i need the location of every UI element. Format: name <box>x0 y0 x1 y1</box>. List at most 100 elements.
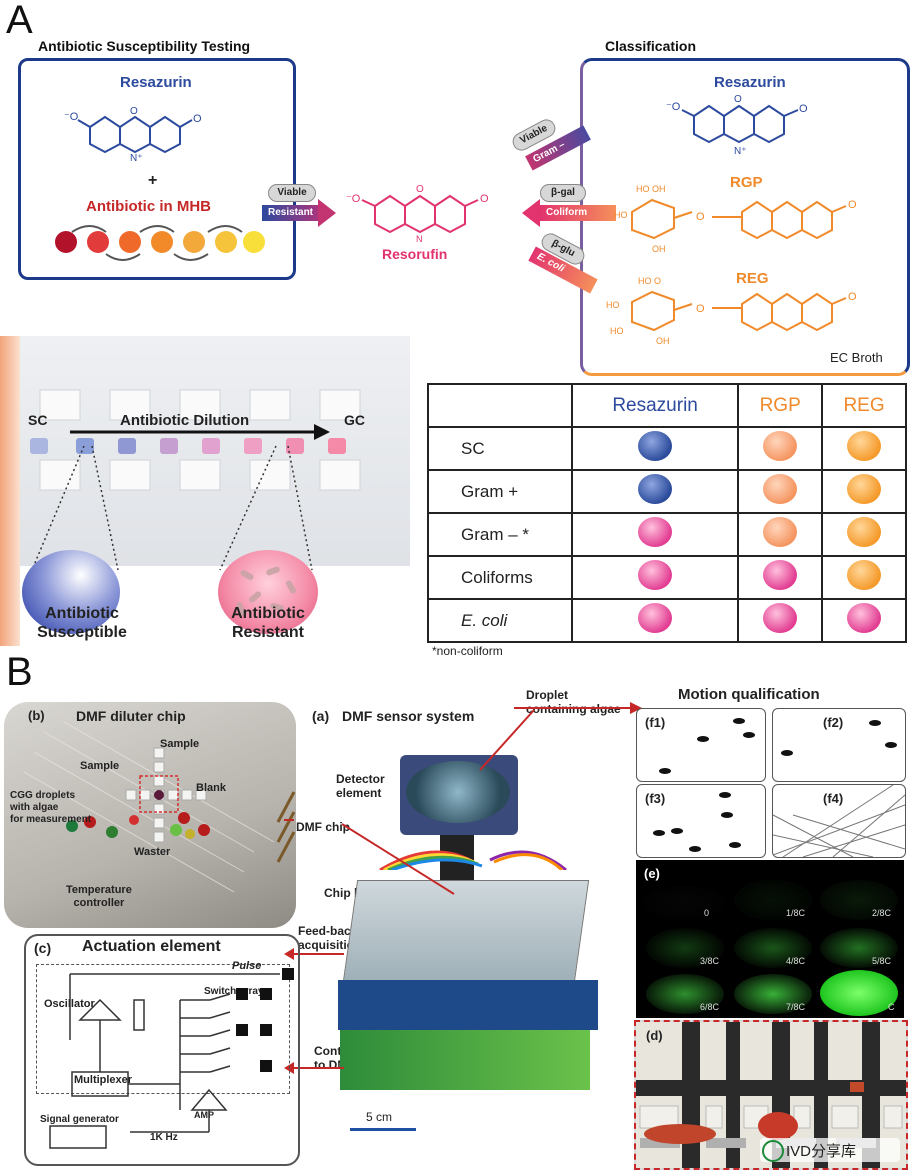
waster-label: Waster <box>134 846 171 858</box>
feedback-label-line2: acquisition <box>298 938 362 952</box>
dilution-arrow <box>70 424 330 440</box>
result-dot <box>847 517 882 547</box>
susceptible-droplet <box>22 550 120 634</box>
dmf-diluter-chip-photo <box>4 702 296 928</box>
table-corner-cell <box>427 383 573 428</box>
table-row: Gram – * <box>427 512 907 557</box>
svg-text:⁻O: ⁻O <box>346 193 361 205</box>
svg-text:O: O <box>848 199 857 211</box>
table-cell <box>570 426 740 471</box>
motion-qualification-title: Motion qualification <box>678 686 820 703</box>
row-label: Coliforms <box>427 555 573 600</box>
temperature-controller-label: Temperature controller <box>66 884 132 910</box>
fluor-well <box>646 928 724 968</box>
chip-wells <box>30 389 361 491</box>
coliform-arrowhead <box>522 199 540 227</box>
svg-text:O: O <box>734 94 742 105</box>
e-label: 3/8C <box>700 956 720 966</box>
amp-label: AMP <box>194 1110 214 1120</box>
c-tag: (c) <box>34 940 52 956</box>
fluor-well <box>734 974 812 1014</box>
table-cell <box>570 598 740 643</box>
fluor-well <box>820 880 898 920</box>
table-cell <box>737 598 824 643</box>
cgg-label-line1: CGG droplets <box>10 790 76 801</box>
result-dot <box>763 603 798 633</box>
svg-text:O: O <box>799 103 808 115</box>
column-header: RGP <box>737 383 824 428</box>
resistant-label-line1: Antibiotic <box>231 605 305 622</box>
resazurin-structure-ast: ⁻O O O N⁺ <box>64 106 202 162</box>
e-label: C <box>888 1002 895 1012</box>
resazurin-label-ast: Resazurin <box>120 74 192 91</box>
ribbon-cables <box>370 840 570 872</box>
e-label: 0 <box>704 908 710 918</box>
result-dot <box>763 431 798 461</box>
cgg-label-line2: with algae <box>10 802 59 813</box>
svg-text:O: O <box>130 106 138 117</box>
result-dot <box>847 431 882 461</box>
droplet-algae-label: Droplet containing algae <box>526 688 621 716</box>
motion-panel-f3: (f3) <box>636 784 766 858</box>
sample-left-label: Sample <box>80 760 120 772</box>
susceptible-label-line2: Susceptible <box>37 624 127 641</box>
svg-text:O: O <box>848 291 857 303</box>
susceptible-label: Antibiotic Susceptible <box>22 604 142 642</box>
svg-text:HO: HO <box>606 300 620 310</box>
sample-top-label: Sample <box>160 738 200 750</box>
motion-panel-f2: (f2) <box>772 708 906 782</box>
blank-label: Blank <box>196 782 226 794</box>
resorufin-structure: ⁻O O O N <box>346 184 489 244</box>
ec-broth-label: EC Broth <box>830 350 883 365</box>
svg-text:O: O <box>480 193 489 205</box>
row-label: Gram – * <box>427 512 573 557</box>
algae-blobs-f1 <box>659 718 755 774</box>
resazurin-label-cls: Resazurin <box>714 74 786 91</box>
table-cell <box>737 469 824 514</box>
e-label: 2/8C <box>872 908 892 918</box>
detector-label-line2: element <box>336 786 382 800</box>
svg-text:HO: HO <box>614 210 628 220</box>
rgp-label: RGP <box>730 174 763 191</box>
scale-bar <box>350 1128 416 1131</box>
svg-text:N: N <box>416 234 423 244</box>
svg-text:⁻O: ⁻O <box>64 111 79 123</box>
resistant-arrowhead <box>318 199 336 227</box>
resistant-label-line2: Resistant <box>231 624 305 641</box>
result-dot <box>763 517 798 547</box>
svg-text:HO O: HO O <box>638 276 661 286</box>
antibiotic-mhb-label: Antibiotic in MHB <box>86 198 211 215</box>
motion-tracks-f4 <box>773 785 905 857</box>
plus-sign: + <box>148 172 158 189</box>
table-cell <box>821 426 907 471</box>
fluor-well <box>644 886 724 920</box>
susceptible-label-line1: Antibiotic <box>45 605 119 622</box>
dilution-cycle-dots <box>55 225 265 261</box>
result-dot <box>638 603 673 633</box>
table-cell <box>821 469 907 514</box>
table-cell <box>737 555 824 600</box>
svg-text:OH: OH <box>652 244 666 254</box>
result-dot <box>847 560 882 590</box>
e-label: 4/8C <box>786 956 806 966</box>
result-dot <box>638 560 673 590</box>
table-cell <box>821 512 907 557</box>
motion-panel-f4: (f4) <box>772 784 906 858</box>
resistant-droplet <box>218 550 318 634</box>
dmf-chip-label: DMF chip <box>296 820 350 834</box>
row-label: SC <box>427 426 573 471</box>
algae-blobs-f3 <box>653 792 741 852</box>
ast-box <box>18 58 296 280</box>
table-cell <box>737 426 824 471</box>
result-dot <box>847 603 882 633</box>
motion-panel-f1: (f1) <box>636 708 766 782</box>
fluor-well <box>646 974 724 1014</box>
fluor-well <box>820 970 898 1016</box>
dmf-sensor-system-title: DMF sensor system <box>342 708 475 724</box>
table-cell <box>570 555 740 600</box>
table-header-row: Resazurin RGP REG <box>427 383 907 428</box>
table-footnote: *non-coliform <box>432 644 503 658</box>
svg-text:OH: OH <box>656 336 670 346</box>
antibiotic-dilution-label: Antibiotic Dilution <box>120 412 250 429</box>
zoom-dotted-lines <box>31 445 313 571</box>
